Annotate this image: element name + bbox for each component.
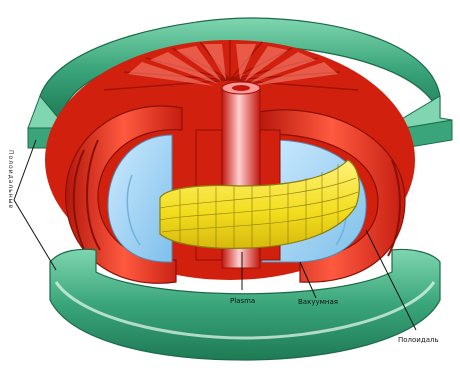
label-vacuum-vessel: Вакуумная xyxy=(298,298,338,306)
label-poloidal-coils: Полоидальные xyxy=(7,150,14,209)
label-plasma: Plasma xyxy=(230,297,255,305)
label-poloidal-coil-right: Полоидаль xyxy=(398,336,439,344)
